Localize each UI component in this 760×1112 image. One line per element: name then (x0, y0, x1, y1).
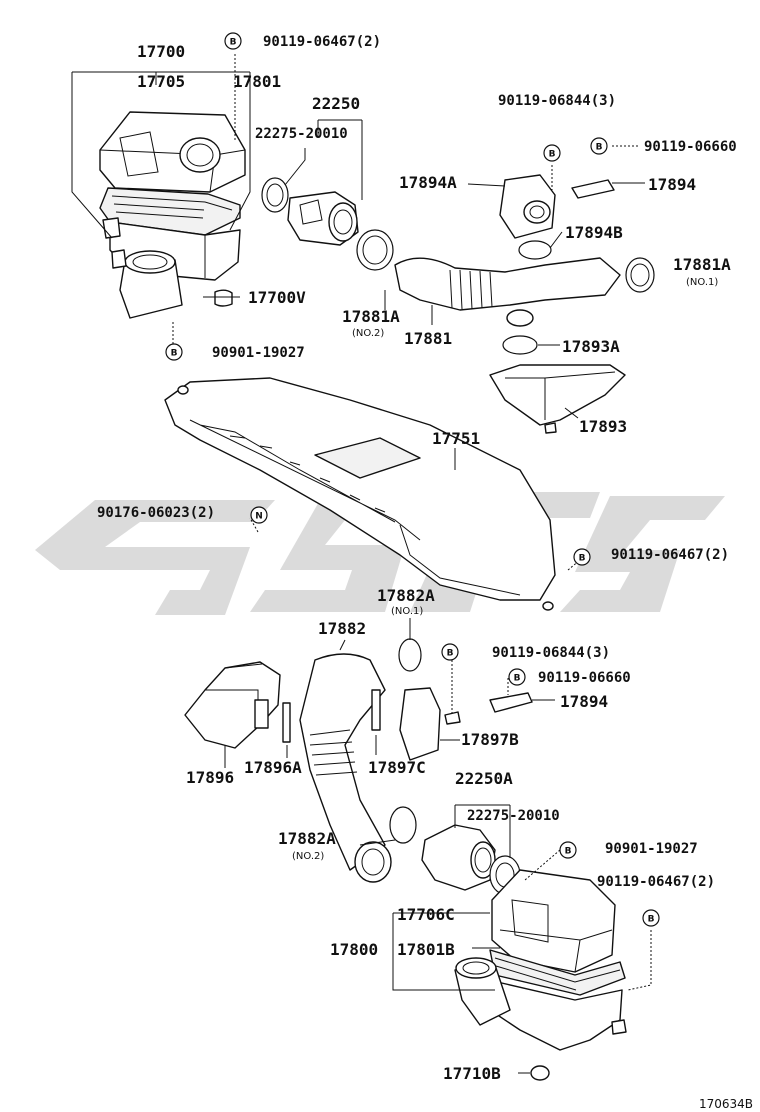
label-17881: 17881 (404, 329, 452, 348)
bolt-icon: B (590, 137, 608, 155)
label-90119-06467-bot: 90119-06467(2) (597, 874, 715, 890)
bolt-icon: B (508, 668, 526, 686)
bolt-icon: B (165, 343, 183, 361)
svg-text:B: B (648, 915, 655, 925)
label-17700: 17700 (137, 42, 185, 61)
label-17881A-no2-note: (NO.2) (352, 328, 384, 339)
label-17881A-no1: 17881A (673, 255, 731, 274)
label-90119-06467-mid: 90119-06467(2) (611, 547, 729, 563)
duct-17896 (184, 661, 291, 768)
label-17882A-no1: 17882A (377, 586, 435, 605)
label-17801: 17801 (233, 72, 281, 91)
bolt-icon: B (559, 841, 577, 859)
label-17894A: 17894A (399, 173, 457, 192)
label-17801B: 17801B (397, 940, 455, 959)
bolt-icon: B (642, 909, 660, 927)
label-17700V: 17700V (248, 288, 306, 307)
svg-text:B: B (171, 349, 178, 359)
label-22250A: 22250A (455, 769, 513, 788)
leaders-lower (392, 849, 652, 1074)
label-17710B: 17710B (443, 1064, 501, 1083)
label-17882: 17882 (318, 619, 366, 638)
label-17896: 17896 (186, 768, 234, 787)
label-22275-top: 22275-20010 (255, 126, 348, 142)
label-17894-top: 17894 (648, 175, 696, 194)
label-17894-bot: 17894 (560, 692, 608, 711)
svg-text:B: B (565, 847, 572, 857)
intake-hose-lower (299, 618, 422, 883)
label-17751: 17751 (432, 429, 480, 448)
bolt-icon: B (224, 32, 242, 50)
svg-text:B: B (447, 649, 454, 659)
air-cleaner-upper (99, 111, 246, 319)
intake-hose-upper (356, 229, 655, 327)
bolt-symbols: B B B B N B B B B B (165, 32, 660, 927)
svg-text:B: B (514, 674, 521, 684)
figure-id: 170634B (699, 1097, 753, 1111)
duct-17893 (489, 335, 626, 434)
label-17893: 17893 (579, 417, 627, 436)
air-flow-meter-upper (261, 119, 363, 246)
svg-text:B: B (230, 38, 237, 48)
label-90901-top: 90901-19027 (212, 345, 305, 361)
intake-duct-17751 (164, 377, 581, 611)
bolt-icon: B (441, 643, 459, 661)
label-22250: 22250 (312, 94, 360, 113)
svg-text:B: B (596, 143, 603, 153)
svg-text:N: N (255, 512, 263, 522)
label-90119-06844-bot: 90119-06844(3) (492, 645, 610, 661)
nut-icon: N (250, 506, 268, 524)
label-17896A: 17896A (244, 758, 302, 777)
label-22275-bot: 22275-20010 (467, 808, 560, 824)
label-17897C: 17897C (368, 758, 426, 777)
label-17882A-no2-note: (NO.2) (292, 851, 324, 862)
label-17705: 17705 (137, 72, 185, 91)
label-90119-06844-top: 90119-06844(3) (498, 93, 616, 109)
label-17882A-no1-note: (NO.1) (391, 606, 423, 617)
label-17706C: 17706C (397, 905, 455, 924)
label-17800: 17800 (330, 940, 378, 959)
label-90119-06660-top: 90119-06660 (644, 139, 737, 155)
label-90119-06467-top: 90119-06467(2) (263, 34, 381, 50)
label-90176: 90176-06023(2) (97, 505, 215, 521)
svg-text:B: B (549, 150, 556, 160)
resonator-upper (467, 145, 645, 260)
label-17897B: 17897B (461, 730, 519, 749)
label-17881A-no1-note: (NO.1) (686, 277, 718, 288)
bolt-icon: B (543, 144, 561, 162)
label-17881A-no2: 17881A (342, 307, 400, 326)
label-90901-bot: 90901-19027 (605, 841, 698, 857)
label-90119-06660-bot: 90119-06660 (538, 670, 631, 686)
label-17893A: 17893A (562, 337, 620, 356)
label-17882A-no2: 17882A (278, 829, 336, 848)
label-17894B: 17894B (565, 223, 623, 242)
air-cleaner-lower (454, 869, 627, 1081)
part-labels: 17700 17705 17801 90119-06467(2) 22250 2… (97, 34, 753, 1111)
bolt-icon: B (573, 548, 591, 566)
resonator-lower (399, 660, 555, 761)
svg-text:B: B (579, 554, 586, 564)
air-flow-meter-lower (421, 804, 521, 895)
